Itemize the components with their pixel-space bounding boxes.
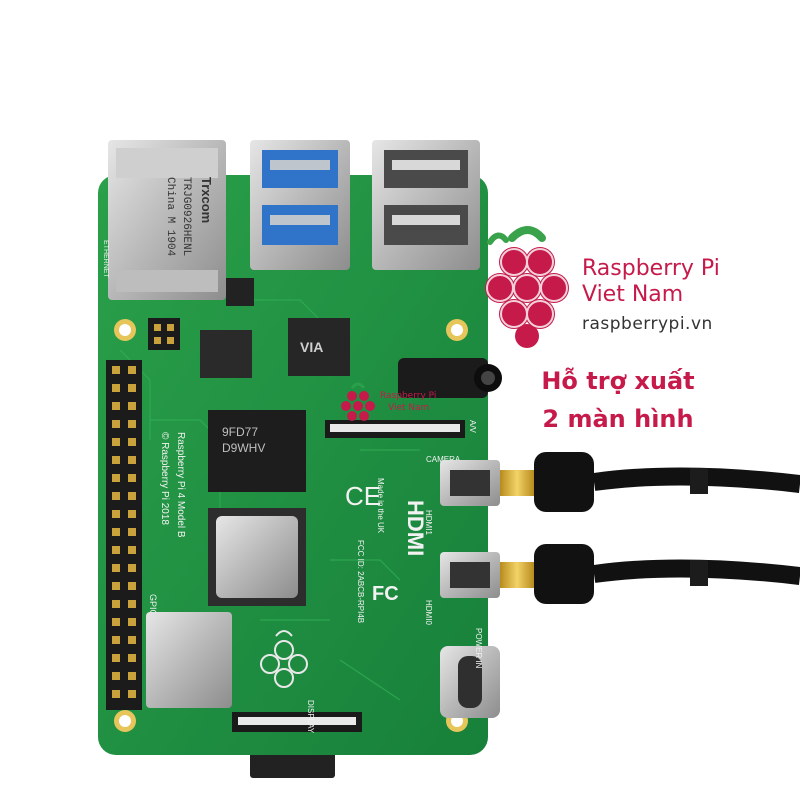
via-logo: VIA [300, 339, 323, 355]
power-label: POWER IN [474, 628, 483, 669]
usb3-port [250, 140, 350, 270]
ethernet-part: TRJG0926HENL [180, 177, 192, 256]
ram-line2: D9WHV [222, 441, 265, 455]
board-watermark: Raspberry Pi Viet Nam [341, 382, 436, 421]
soc-chip [208, 508, 306, 606]
ethernet-chip [200, 330, 252, 378]
ce-mark: CE [345, 481, 381, 511]
brand-name: Raspberry Pi Viet Nam [582, 256, 720, 308]
micro-hdmi-port-0 [440, 552, 500, 598]
copyright-label: © Raspberry Pi 2018 [159, 432, 170, 525]
hdmi0-label: HDMI0 [424, 600, 433, 625]
sd-card [250, 748, 335, 778]
caption-line1: Hỗ trợ xuất [541, 367, 695, 395]
usb-c-power-port [440, 646, 500, 718]
av-label: A/V [468, 420, 477, 434]
fcc-logo: FC [372, 583, 399, 605]
watermark-line1: Raspberry Pi [380, 391, 436, 401]
hdmi-cable-1 [500, 452, 800, 512]
ethernet-label: ETHERNET [102, 240, 109, 278]
brand-name-line2: Viet Nam [582, 282, 684, 307]
feature-caption: Hỗ trợ xuất 2 màn hình [508, 362, 728, 438]
model-label: Raspberry Pi 4 Model B [175, 432, 186, 538]
hdmi1-label: HDMI1 [424, 510, 433, 535]
hdmi-cable-0 [500, 544, 800, 604]
fcc-label: FCC ID: 2ABCB-RPI4B [356, 540, 365, 623]
audio-jack [398, 358, 502, 398]
caption-line2: 2 màn hình [542, 405, 694, 433]
gpio-label: GPIO [148, 594, 158, 617]
ram-line1: 9FD77 [222, 425, 258, 439]
hdmi-logo: HDMI [403, 500, 428, 556]
brand-name-line1: Raspberry Pi [582, 256, 720, 281]
usb-controller-chip [288, 318, 350, 376]
ram-chip: 9FD77 D9WHV [208, 410, 306, 492]
ethernet-maker: Trxcom [199, 177, 214, 223]
display-label: DISPLAY [306, 700, 315, 734]
made-in-label: Made in the UK [376, 478, 385, 534]
brand-raspberry-icon [485, 226, 569, 348]
board-raspberry-logo [260, 630, 308, 688]
camera-label: CAMERA [426, 455, 461, 464]
micro-hdmi-port-1 [440, 460, 500, 506]
transistor [226, 278, 254, 306]
poe-header [148, 318, 180, 350]
ethernet-origin: China M 1904 [164, 177, 176, 257]
usb2-port [372, 140, 480, 270]
watermark-line2: Viet Nam [388, 403, 429, 413]
brand-url: raspberrypi.vn [582, 314, 713, 334]
brand-block: Raspberry Pi Viet Nam raspberrypi.vn [476, 228, 786, 348]
ethernet-port: Trxcom TRJG0926HENL China M 1904 [108, 140, 226, 300]
gpio-header [106, 360, 142, 710]
wifi-module [146, 612, 232, 708]
